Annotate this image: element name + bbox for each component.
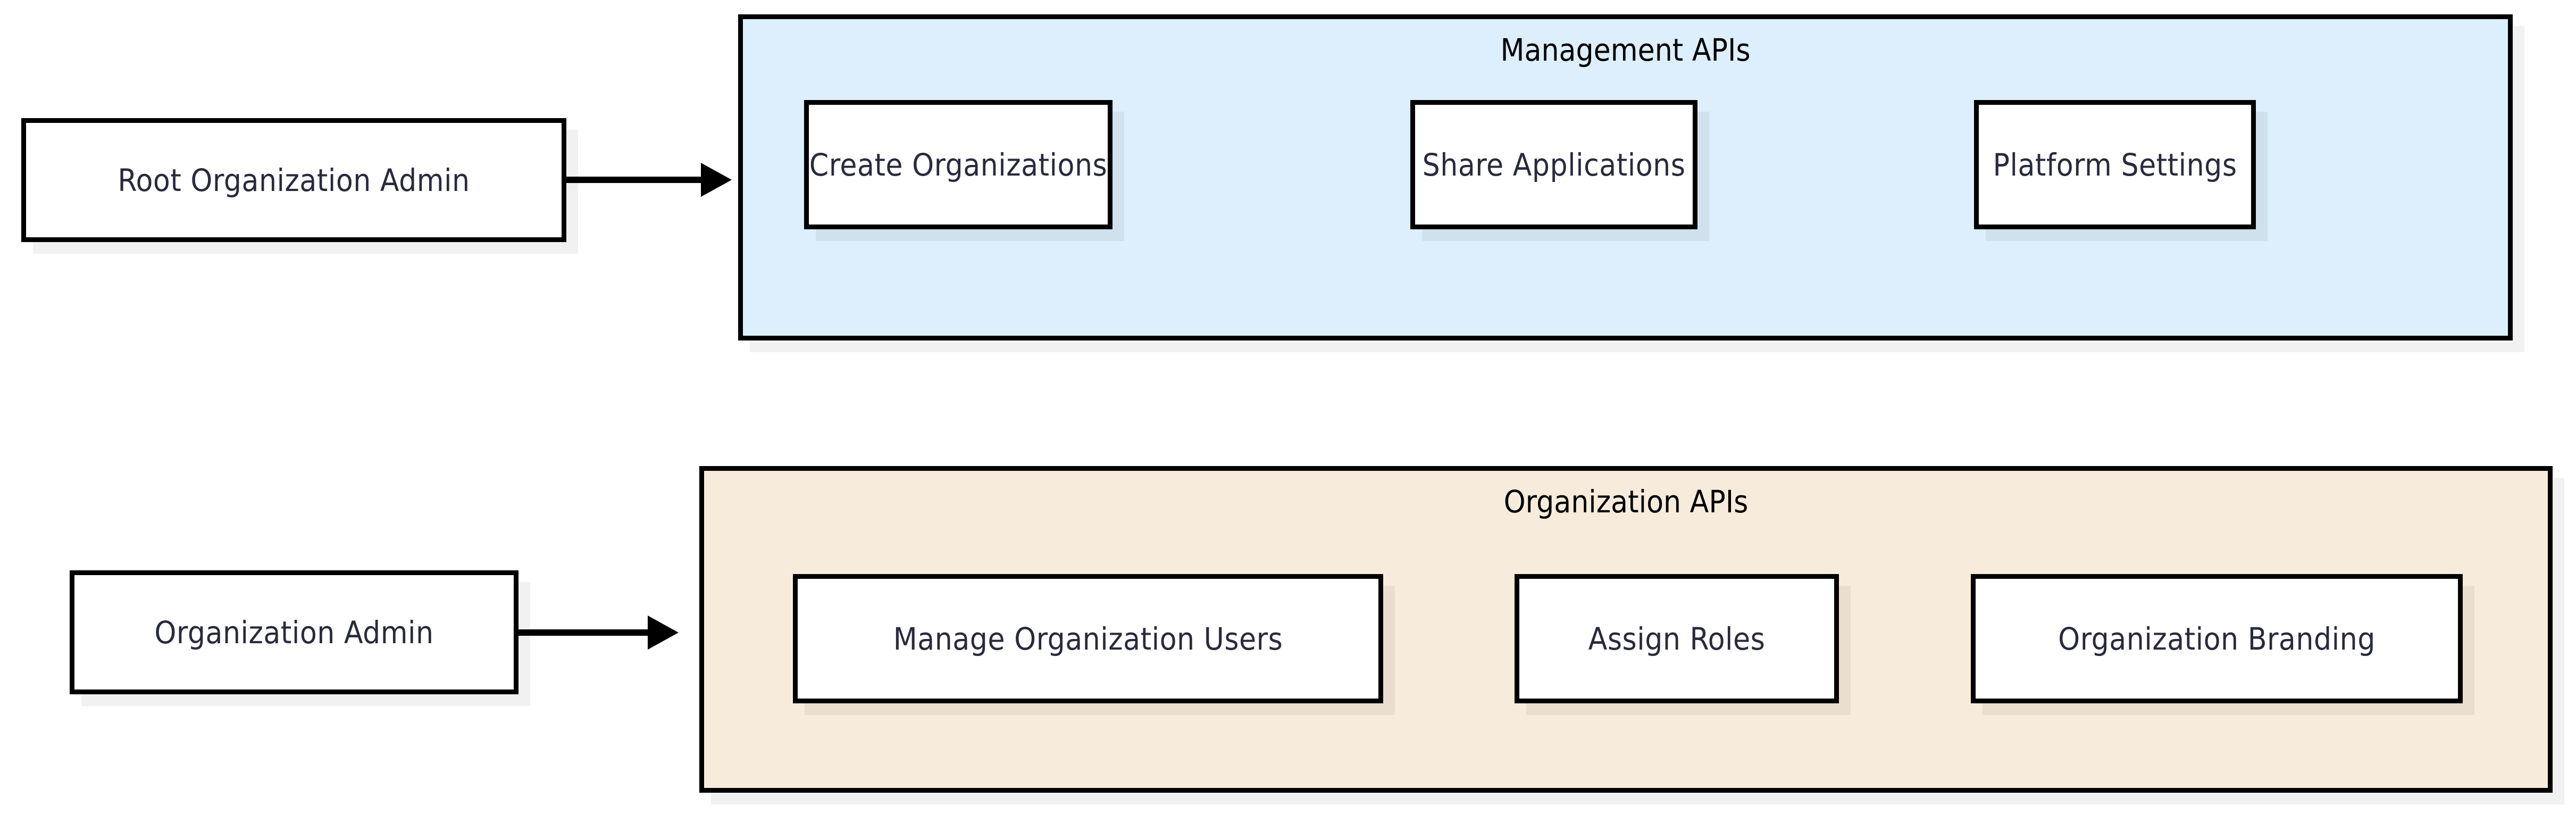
node-platform-settings-label: Platform Settings	[1993, 146, 2237, 183]
node-create-organizations-label: Create Organizations	[809, 146, 1108, 183]
node-assign-roles-label: Assign Roles	[1588, 620, 1766, 657]
node-root-organization-admin[interactable]: Root Organization Admin	[21, 118, 566, 242]
node-create-organizations[interactable]: Create Organizations	[804, 100, 1113, 229]
cluster-management-apis-title: Management APIs	[1500, 32, 1751, 68]
node-organization-branding-label: Organization Branding	[2058, 620, 2376, 657]
node-share-applications[interactable]: Share Applications	[1410, 100, 1697, 229]
node-manage-organization-users[interactable]: Manage Organization Users	[793, 574, 1383, 703]
node-manage-organization-users-label: Manage Organization Users	[893, 620, 1283, 657]
node-share-applications-label: Share Applications	[1422, 146, 1686, 183]
node-organization-branding[interactable]: Organization Branding	[1971, 574, 2463, 703]
cluster-organization-apis-title: Organization APIs	[1503, 484, 1749, 520]
arrow-right-icon	[516, 616, 679, 650]
edge-root-admin-to-management-apis	[564, 153, 734, 206]
arrow-right-icon	[564, 163, 732, 197]
node-organization-admin[interactable]: Organization Admin	[70, 570, 518, 694]
node-platform-settings[interactable]: Platform Settings	[1974, 100, 2256, 229]
cluster-management-apis: Management APIs Create Organizations Sha…	[738, 14, 2513, 340]
node-assign-roles[interactable]: Assign Roles	[1515, 574, 1839, 703]
edge-org-admin-to-organization-apis	[516, 606, 681, 659]
cluster-organization-apis: Organization APIs Manage Organization Us…	[699, 466, 2553, 793]
node-organization-admin-label: Organization Admin	[154, 614, 434, 651]
node-root-organization-admin-label: Root Organization Admin	[118, 162, 470, 198]
